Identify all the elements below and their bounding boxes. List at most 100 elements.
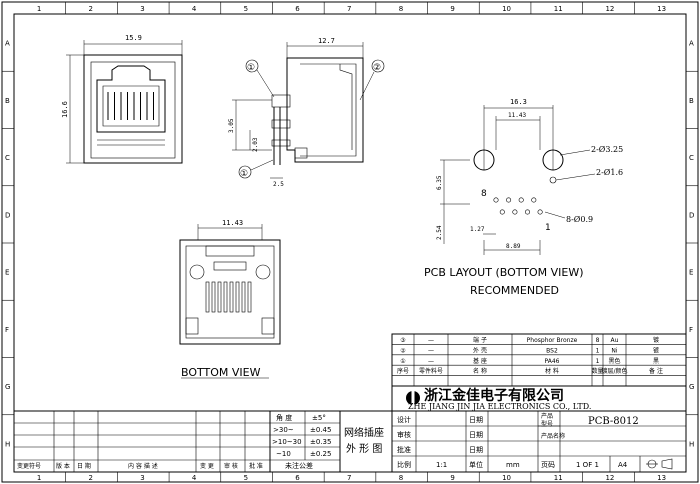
rev-header-content: 内 容 描 述 xyxy=(128,462,158,470)
pcb-hole-mid: 2-Ø1.6 xyxy=(596,168,623,177)
label-product-name: 产品名称 xyxy=(541,432,565,440)
drawing-title-line-2: 外 形 图 xyxy=(346,443,382,455)
pcb-pin-hole xyxy=(537,209,543,215)
pcb-hole-big: 2-Ø3.25 xyxy=(591,145,623,154)
bom-header: 材 料 xyxy=(545,367,559,375)
bom-header: 数量 xyxy=(591,367,603,375)
pcb-dim-span: 8.89 xyxy=(506,243,521,250)
pcb-pin-1: 1 xyxy=(545,223,551,233)
zone-letter-left: G xyxy=(5,383,10,391)
zone-number-top: 7 xyxy=(347,5,351,13)
zone-letter-right: H xyxy=(689,440,694,448)
label-page: 页码 xyxy=(541,461,555,469)
bom-cell-material: BS2 xyxy=(546,347,558,354)
page-value: 1 OF 1 xyxy=(576,461,599,469)
zone-number-bottom: 7 xyxy=(347,474,351,482)
zone-number-bottom: 11 xyxy=(554,474,563,482)
pcb-dim-v1: 6.35 xyxy=(436,175,443,190)
pcb-subcaption: RECOMMENDED xyxy=(470,284,559,297)
zone-number-bottom: 1 xyxy=(37,474,41,482)
projection-symbol-icon xyxy=(646,458,673,470)
bom-cell-qty: 8 xyxy=(596,337,600,344)
rev-header-date: 日 期 xyxy=(77,462,91,470)
zone-number-top: 6 xyxy=(295,5,300,13)
tol-value-3: ±0.25 xyxy=(310,450,331,458)
rev-header-review: 审 核 xyxy=(224,462,238,470)
bom-cell-code: — xyxy=(428,358,434,365)
label-check: 审核 xyxy=(397,430,411,439)
bom-cell-material: PA46 xyxy=(545,358,560,365)
zone-letter-right: B xyxy=(689,97,694,105)
unit-value: mm xyxy=(506,461,520,469)
pcb-dim-top: 16.3 xyxy=(510,98,527,106)
label-scale: 比例 xyxy=(397,460,411,469)
zone-letter-left: B xyxy=(5,97,10,105)
front-width-dim: 15.9 xyxy=(125,34,142,42)
bom-header: 序号 xyxy=(397,367,409,375)
zone-letter-right: D xyxy=(689,211,694,219)
zone-letter-right: E xyxy=(689,269,693,277)
scale-value: 1:1 xyxy=(436,461,447,469)
bottom-contact-slot xyxy=(229,281,234,313)
label-product: 产品 xyxy=(541,412,553,420)
zone-letter-left: F xyxy=(5,326,9,334)
zone-number-bottom: 4 xyxy=(192,474,197,482)
zone-letter-left: E xyxy=(5,269,9,277)
bom-cell-code: — xyxy=(428,347,434,354)
rev-header-version: 版 本 xyxy=(56,462,70,470)
bom-cell-name: 端 子 xyxy=(473,336,487,344)
bottom-view: 11.43 BOTTOM VIEW xyxy=(179,219,281,379)
pcb-pin-hole xyxy=(512,209,518,215)
company-name-en: ZHE JIANG JIN JIA ELECTRONICS CO., LTD. xyxy=(408,402,591,411)
pcb-dim-pitch: 1.27 xyxy=(470,226,485,233)
company-name-cn: 浙江金佳电子有限公司 xyxy=(424,387,564,404)
zone-number-top: 13 xyxy=(657,5,666,13)
revision-table: 变更符号 版 本 日 期 内 容 描 述 变 更 审 核 批 准 xyxy=(13,410,271,473)
zone-letter-right: G xyxy=(689,383,694,391)
company-logo xyxy=(406,390,420,406)
bottom-top-dim: 11.43 xyxy=(222,219,243,227)
label-design: 设计 xyxy=(397,415,411,424)
side-dim-b: 2.03 xyxy=(252,137,259,152)
side-dim-a: 3.05 xyxy=(228,118,235,133)
tol-header-2: ±5° xyxy=(312,414,326,422)
zone-number-top: 9 xyxy=(450,5,454,13)
label-part-no: 型号 xyxy=(541,420,553,428)
bom-header: 镀层/颜色 xyxy=(601,367,627,375)
bom-cell-no: ① xyxy=(400,358,405,365)
zone-letter-left: H xyxy=(5,440,10,448)
zone-letter-right: A xyxy=(689,40,694,48)
zone-letter-left: A xyxy=(5,40,10,48)
label-date-2: 日期 xyxy=(469,431,483,439)
zone-number-bottom: 9 xyxy=(450,474,454,482)
zone-letter-left: D xyxy=(5,211,10,219)
bom-cell-name: 外 壳 xyxy=(473,346,487,354)
rev-header-change: 变 更 xyxy=(200,462,214,470)
bom-cell-note: 镀 xyxy=(653,346,659,354)
tolerance-table: 角 度 ±5° >30~ ±0.45 >10~30 ±0.35 ~10 ±0.2… xyxy=(269,410,341,473)
tol-range-1: >30~ xyxy=(273,426,294,434)
pcb-hole-small: 8-Ø0.9 xyxy=(566,215,593,224)
tol-value-1: ±0.45 xyxy=(310,426,331,434)
drawing-title: 网络插座 外 形 图 xyxy=(339,410,393,473)
bottom-contact-slot xyxy=(235,281,240,313)
bom-cell-qty: 1 xyxy=(596,358,600,365)
drawing-title-line-1: 网络插座 xyxy=(344,426,384,439)
pcb-layout: 16.3 11.43 2-Ø3.25 2-Ø1.6 8 1 8-Ø0.9 1.2… xyxy=(424,98,623,297)
side-callout-2: ② xyxy=(373,63,381,73)
bottom-contact-slot xyxy=(217,281,222,313)
bom-cell-name: 基 座 xyxy=(473,357,487,365)
front-height-dim: 16.6 xyxy=(61,101,69,118)
bom-cell-code: — xyxy=(428,337,434,344)
front-view: 15.9 16.6 xyxy=(61,34,183,164)
bom-cell-material: Phosphor Bronze xyxy=(527,337,578,344)
zone-number-bottom: 6 xyxy=(295,474,300,482)
pcb-caption: PCB LAYOUT (BOTTOM VIEW) xyxy=(424,266,584,279)
bom-cell-no: ② xyxy=(400,347,406,354)
tol-footer: 未注公差 xyxy=(285,461,313,470)
pcb-pin-hole xyxy=(524,209,530,215)
label-date-3: 日期 xyxy=(469,446,483,454)
